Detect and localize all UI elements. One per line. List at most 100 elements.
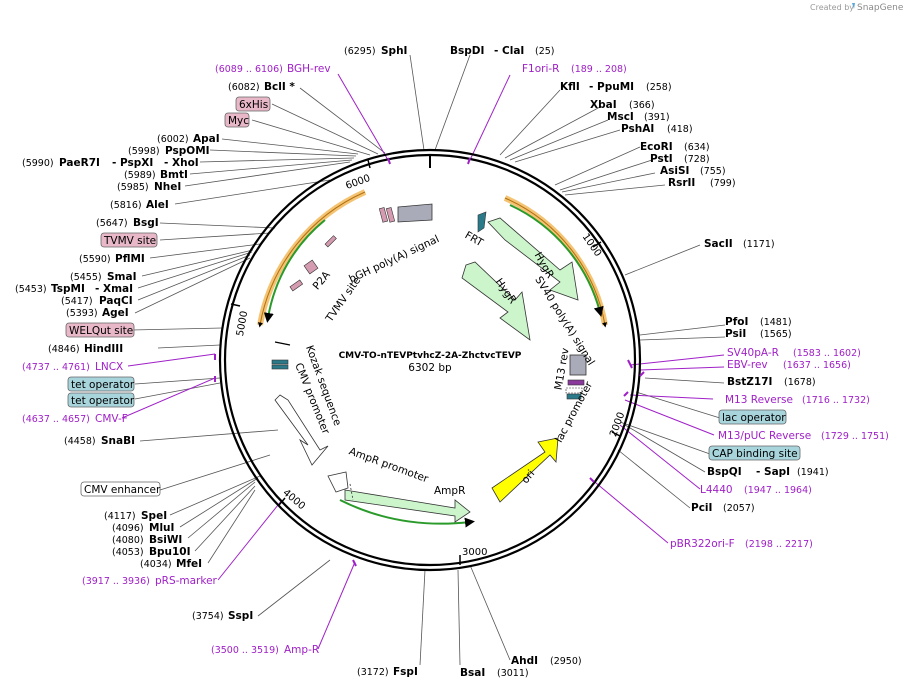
label-frt: FRT bbox=[463, 229, 486, 249]
site-name: AleI bbox=[146, 199, 169, 211]
boxed-feature: TVMV site bbox=[103, 235, 156, 247]
boxed-feature: 6xHis bbox=[239, 99, 268, 111]
site-name: MscI bbox=[607, 111, 634, 123]
leader-lines bbox=[131, 54, 726, 666]
site-pos: (1565) bbox=[760, 329, 792, 340]
ampr-promoter-shape bbox=[327, 471, 349, 493]
boxed-feature: CMV enhancer bbox=[84, 484, 161, 496]
site-pos: (5455) bbox=[70, 272, 102, 283]
primer-name: L4440 bbox=[700, 484, 733, 496]
site-pos: (6082) bbox=[228, 82, 260, 93]
sv40-polya-shape bbox=[569, 354, 587, 376]
site-pos: (5990) bbox=[22, 158, 54, 169]
primer-name: CMV-F bbox=[95, 413, 128, 425]
primer-range: (1729 .. 1751) bbox=[821, 431, 889, 442]
site-name: PstI bbox=[650, 153, 673, 165]
site-pos: (4117) bbox=[104, 511, 136, 522]
site-name: - PspXI bbox=[112, 157, 153, 169]
site-pos: (25) bbox=[535, 46, 555, 57]
site-pos: (4080) bbox=[112, 535, 144, 546]
boxed-feature: WELQut site bbox=[69, 325, 133, 337]
primer-name: pRS-marker bbox=[155, 575, 218, 587]
primer-range: (2198 .. 2217) bbox=[745, 539, 813, 550]
site-name: HindIII bbox=[84, 343, 123, 355]
site-pos: (4846) bbox=[48, 344, 80, 355]
plasmid-name: CMV-TO-nTEVPtvhcZ-2A-ZhctvcTEVP bbox=[339, 351, 522, 361]
ampr-arrow bbox=[344, 489, 471, 523]
site-name: XbaI bbox=[590, 99, 617, 111]
site-pos: (5989) bbox=[124, 170, 156, 181]
site-name: PspOMI bbox=[165, 145, 210, 157]
site-pos: (5985) bbox=[117, 182, 149, 193]
site-pos: (5417) bbox=[61, 296, 93, 307]
site-name: NheI bbox=[154, 181, 181, 193]
site-name: AsiSI bbox=[660, 165, 689, 177]
site-pos: (1941) bbox=[797, 467, 829, 478]
backbone-outer bbox=[218, 148, 642, 572]
primer-range: (4637 .. 4657) bbox=[22, 414, 90, 425]
site-name: FspI bbox=[393, 666, 418, 678]
primer-name: LNCX bbox=[95, 361, 123, 373]
site-pos: (5816) bbox=[110, 200, 142, 211]
site-name: - XmaI bbox=[95, 283, 133, 295]
primer-range: (3917 .. 3936) bbox=[82, 576, 150, 587]
brand-name: SnapGene bbox=[857, 3, 904, 13]
site-pos: (6295) bbox=[344, 46, 376, 57]
site-name: RsrII bbox=[668, 177, 695, 189]
cds-arc-hygr-green bbox=[509, 204, 604, 317]
site-pos: (4096) bbox=[112, 523, 144, 534]
primer-range: (1947 .. 1964) bbox=[744, 485, 812, 496]
site-pos: (5453) bbox=[15, 284, 47, 295]
site-pos: (258) bbox=[646, 82, 672, 93]
site-name: MluI bbox=[149, 522, 174, 534]
site-name: PflMI bbox=[115, 253, 145, 265]
site-name: PaqCI bbox=[99, 295, 133, 307]
inner-features bbox=[271, 203, 587, 523]
site-pos: (4458) bbox=[64, 436, 96, 447]
primer-name: Amp-R bbox=[284, 644, 319, 656]
label-ampr-promoter: AmpR promoter bbox=[347, 445, 430, 485]
site-name: BspDI bbox=[450, 45, 484, 57]
site-pos: (5647) bbox=[96, 218, 128, 229]
site-pos: (366) bbox=[629, 100, 655, 111]
site-pos: (755) bbox=[700, 166, 726, 177]
boxed-feature-labels: 6xHis Myc TVMV site WELQut site tet oper… bbox=[65, 96, 801, 497]
credit-prefix: Created by bbox=[810, 3, 854, 12]
primer-name: pBR322ori-F bbox=[670, 538, 735, 550]
primer-name: EBV-rev bbox=[727, 359, 768, 371]
site-name: SspI bbox=[228, 610, 253, 622]
tick-label-5000: 5000 bbox=[235, 310, 250, 337]
primer-range: (4737 .. 4761) bbox=[22, 362, 90, 373]
tick-label-3000: 3000 bbox=[462, 547, 487, 558]
boxed-feature: CAP binding site bbox=[712, 448, 798, 460]
boxed-feature: lac operator bbox=[722, 412, 786, 424]
site-name: AhdI bbox=[511, 655, 538, 667]
primer-name: M13 Reverse bbox=[725, 394, 793, 406]
snapgene-logo-icon bbox=[852, 3, 855, 9]
primer-marks bbox=[214, 157, 645, 567]
site-name: - PpuMI bbox=[589, 81, 634, 93]
site-name: SacII bbox=[704, 238, 733, 250]
hygr-arrow-2 bbox=[461, 261, 531, 341]
site-name: BstZ17I bbox=[727, 376, 772, 388]
primer-range: (3500 .. 3519) bbox=[211, 645, 279, 656]
site-name: - SapI bbox=[756, 466, 790, 478]
site-pos: (3172) bbox=[357, 667, 389, 678]
site-name: KflI bbox=[560, 81, 580, 93]
site-name: BclI * bbox=[264, 81, 295, 93]
site-pos: (418) bbox=[667, 124, 693, 135]
site-pos: (5393) bbox=[66, 308, 98, 319]
site-name: SnaBI bbox=[101, 435, 135, 447]
site-pos: (3011) bbox=[497, 668, 529, 679]
cmv-promoter-arrow bbox=[274, 394, 329, 466]
frt-shape bbox=[477, 211, 487, 233]
site-pos: (391) bbox=[644, 112, 670, 123]
primer-lines bbox=[121, 73, 725, 650]
site-pos: (1171) bbox=[743, 239, 775, 250]
boxed-feature: Myc bbox=[228, 115, 249, 127]
site-pos: (5998) bbox=[128, 146, 160, 157]
site-name: PaeR7I bbox=[59, 157, 100, 169]
site-pos: (5590) bbox=[79, 254, 111, 265]
boxed-feature: tet operator bbox=[71, 379, 135, 391]
